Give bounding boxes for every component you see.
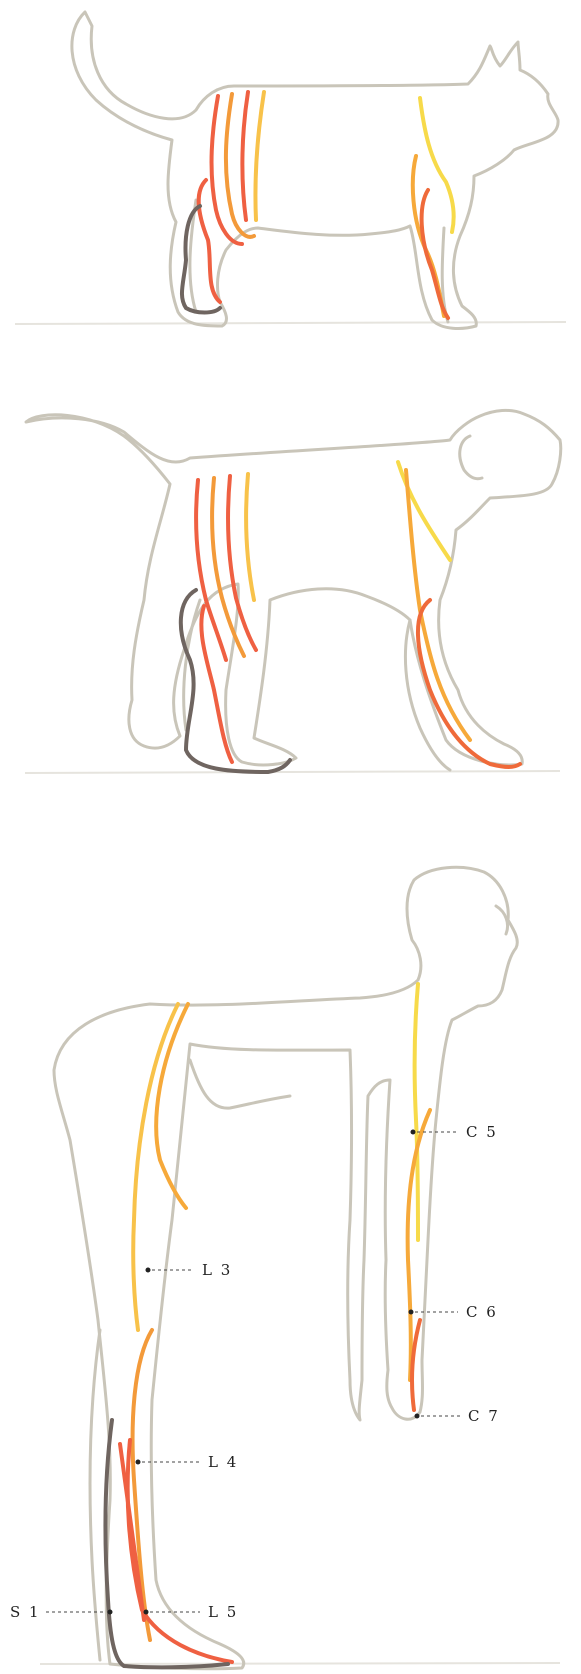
monkey-outline [26, 410, 561, 765]
label-l3-marker: L 3 [146, 1261, 233, 1279]
label-c7-marker: C 7 [415, 1407, 500, 1425]
monkey-ear [460, 436, 482, 479]
c5-point [411, 1130, 416, 1135]
monkey-dermatome-l3 [246, 474, 254, 600]
human-dermatome-c7 [412, 1320, 420, 1410]
human-outline [54, 867, 517, 1668]
label-c7: C 7 [468, 1407, 500, 1425]
cat-dermatome-l3 [255, 92, 264, 220]
monkey-figure [25, 410, 561, 773]
monkey-dermatome-c7 [418, 600, 520, 767]
c6-point [409, 1310, 414, 1315]
monkey-ground-line [25, 771, 560, 773]
cat-dermatome-l4 [226, 94, 254, 237]
cat-ground-line [15, 322, 566, 324]
label-c5: C 5 [466, 1123, 498, 1141]
cat-dermatome-c5 [420, 98, 454, 232]
human-ear [496, 906, 508, 934]
label-s1: S 1 [10, 1603, 41, 1621]
c7-point [415, 1414, 420, 1419]
human-belly-contour [190, 1060, 290, 1108]
s1-point [108, 1610, 113, 1615]
human-figure: C 5 C 6 C 7 L 3 L 4 L 5 [10, 867, 560, 1668]
label-c6-marker: C 6 [409, 1303, 498, 1321]
human-dermatome-c5 [415, 984, 418, 1240]
human-dermatome-l5 [128, 1440, 232, 1662]
l4-point [136, 1460, 141, 1465]
human-far-leg [90, 1330, 100, 1660]
cat-outline [72, 12, 558, 328]
label-c6: C 6 [466, 1303, 498, 1321]
cat-figure [15, 12, 566, 328]
human-dermatome-l3 [133, 1004, 178, 1330]
l5-point [144, 1610, 149, 1615]
label-l5: L 5 [208, 1603, 238, 1621]
label-l3: L 3 [202, 1261, 232, 1279]
l3-point [146, 1268, 151, 1273]
cat-dermatome-l4b [242, 92, 248, 220]
label-l5-marker: L 5 [144, 1603, 239, 1621]
label-l4: L 4 [208, 1453, 238, 1471]
